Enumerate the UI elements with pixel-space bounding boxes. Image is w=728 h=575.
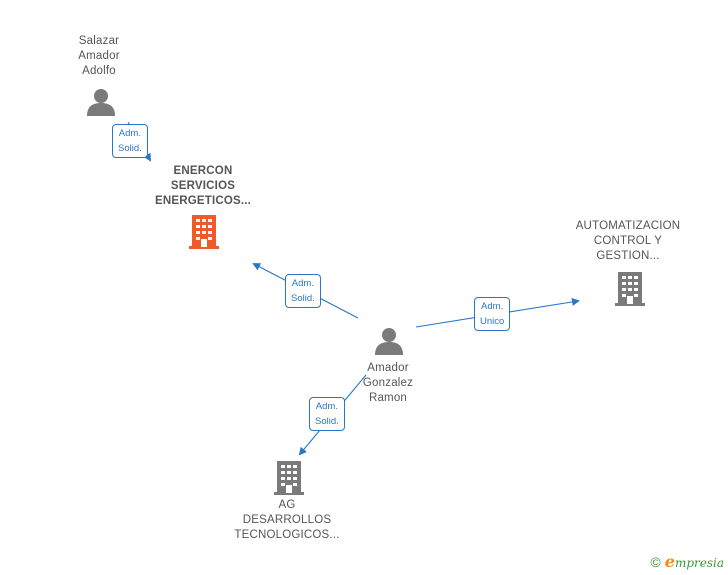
building-icon [274, 461, 304, 495]
node-label-line: DESARROLLOS [242, 514, 332, 526]
node-label-line: Adolfo [82, 65, 116, 77]
edge-label-line: Adm. [291, 278, 314, 289]
node-label-line: ENERCON [173, 165, 233, 177]
copyright-icon: © [650, 553, 661, 570]
edge-label-amador-automatizacion: Adm. Unico [474, 297, 511, 331]
brand-name: mpresia [674, 556, 724, 570]
edge-label-line: Solid. [315, 416, 339, 427]
building-icon [189, 215, 219, 249]
node-label-automatizacion[interactable]: AUTOMATIZACION CONTROL Y GESTION... [568, 219, 688, 264]
node-label-line: AUTOMATIZACION [575, 220, 681, 232]
edge-label-line: Adm. [315, 401, 338, 412]
node-label-line: SERVICIOS [170, 180, 236, 192]
brand-logo: empresia [665, 552, 724, 571]
edge-label-amador-ag: Adm. Solid. [309, 397, 345, 431]
edge-label-line: Unico [480, 316, 505, 327]
brand-initial: e [664, 552, 675, 571]
edge-label-amador-enercon: Adm. Solid. [285, 274, 321, 308]
node-label-line: Salazar [78, 35, 120, 47]
edge-label-line: Adm. [481, 301, 504, 312]
node-label-line: ENERGETICOS... [154, 195, 252, 207]
edge-label-line: Solid. [118, 143, 142, 154]
edge-label-line: Adm. [118, 128, 141, 139]
node-label-line: Gonzalez [362, 377, 414, 389]
node-label-salazar[interactable]: Salazar Amador Adolfo [60, 34, 138, 79]
node-label-line: GESTION... [596, 250, 660, 262]
node-label-ag[interactable]: AG DESARROLLOS TECNOLOGICOS... [229, 498, 345, 543]
person-icon [87, 89, 115, 116]
edge-label-line: Solid. [291, 293, 315, 304]
node-label-line: Ramon [368, 392, 408, 404]
node-label-line: Amador [78, 50, 120, 62]
node-label-line: CONTROL Y [593, 235, 663, 247]
person-icon [375, 328, 403, 355]
building-icon [615, 272, 645, 306]
node-label-line: Amador [367, 362, 409, 374]
node-label-line: TECNOLOGICOS... [234, 529, 340, 541]
node-label-line: AG [278, 499, 296, 511]
edge-label-salazar-enercon: Adm. Solid. [112, 124, 148, 158]
footer-brand[interactable]: © empresia [650, 552, 724, 571]
node-label-amador[interactable]: Amador Gonzalez Ramon [349, 361, 427, 406]
node-label-enercon[interactable]: ENERCON SERVICIOS ENERGETICOS... [143, 164, 263, 209]
